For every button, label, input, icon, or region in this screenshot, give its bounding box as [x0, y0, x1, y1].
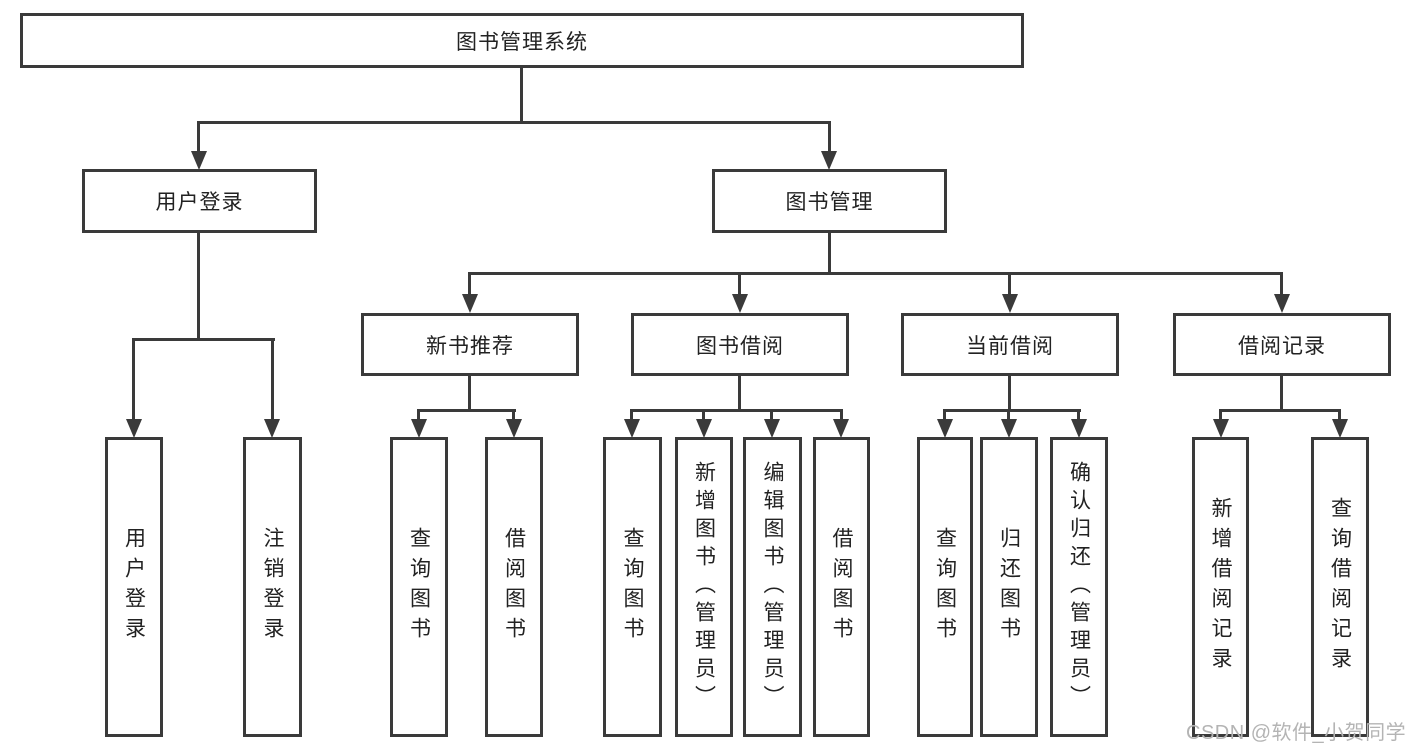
- arrowhead-down-icon: [1001, 419, 1017, 438]
- arrowhead-down-icon: [833, 419, 849, 438]
- leaf-logout: 注销登录: [243, 437, 302, 737]
- connector-stem: [943, 409, 946, 423]
- connector-stem: [417, 409, 420, 423]
- arrowhead-down-icon: [732, 294, 748, 313]
- node-new-book-recommendation-label: 新书推荐: [426, 334, 514, 358]
- connector-stem: [1007, 409, 1010, 423]
- csdn-watermark: CSDN @软件_小贺同学: [1186, 722, 1405, 744]
- connector-to-user-login: [197, 121, 200, 154]
- arrowhead-down-icon: [1332, 419, 1348, 438]
- leaf-return-book-label: 归还图书: [997, 527, 1021, 647]
- arrowhead-down-icon: [126, 419, 142, 438]
- connector-split: [943, 409, 1081, 412]
- leaf-confirm-return-admin-label: 确认归还（管理员）: [1067, 461, 1091, 713]
- arrowhead-down-icon: [506, 419, 522, 438]
- leaf-logout-label: 注销登录: [261, 527, 284, 647]
- connector-stem: [1338, 409, 1341, 423]
- leaf-search-borrow-record-label: 查询借阅记录: [1328, 497, 1352, 677]
- leaf-search-book-borrowing-label: 查询图书: [621, 527, 644, 647]
- leaf-search-borrow-record: 查询借阅记录: [1311, 437, 1369, 737]
- leaf-borrow-book-recommend-label: 借阅图书: [502, 527, 526, 647]
- arrowhead-down-icon: [264, 419, 280, 438]
- connector-stem: [702, 409, 705, 423]
- leaf-search-book-borrowing: 查询图书: [603, 437, 662, 737]
- leaf-user-login: 用户登录: [105, 437, 163, 737]
- connector-stem: [770, 409, 773, 423]
- leaf-search-book-recommend-label: 查询图书: [407, 527, 431, 647]
- arrowhead-down-icon: [1002, 294, 1018, 313]
- connector-user-login-trunk: [197, 233, 200, 338]
- arrowhead-down-icon: [411, 419, 427, 438]
- connector-stem: [132, 338, 135, 421]
- leaf-user-login-label: 用户登录: [122, 527, 146, 647]
- leaf-edit-book-admin-label: 编辑图书（管理员）: [761, 461, 784, 713]
- arrowhead-down-icon: [937, 419, 953, 438]
- arrowhead-down-icon: [462, 294, 478, 313]
- leaf-add-book-admin: 新增图书（管理员）: [675, 437, 733, 737]
- connector-stem: [1077, 409, 1080, 423]
- connector-stem: [738, 272, 741, 297]
- connector-stem: [630, 409, 633, 423]
- leaf-search-book-current: 查询图书: [917, 437, 973, 737]
- connector-root-trunk: [520, 68, 523, 121]
- node-new-book-recommendation: 新书推荐: [361, 313, 579, 376]
- leaf-borrow-book: 借阅图书: [813, 437, 870, 737]
- leaf-edit-book-admin: 编辑图书（管理员）: [743, 437, 802, 737]
- connector-stem: [840, 409, 843, 423]
- leaf-confirm-return-admin: 确认归还（管理员）: [1050, 437, 1108, 737]
- arrowhead-down-icon: [696, 419, 712, 438]
- node-current-borrowing-label: 当前借阅: [966, 334, 1054, 358]
- arrowhead-down-icon: [624, 419, 640, 438]
- leaf-add-book-admin-label: 新增图书（管理员）: [692, 461, 716, 713]
- connector-split: [417, 409, 516, 412]
- leaf-search-book-current-label: 查询图书: [933, 527, 957, 647]
- connector-split: [630, 409, 843, 412]
- connector-trunk: [1008, 376, 1011, 409]
- arrowhead-down-icon: [1274, 294, 1290, 313]
- connector-trunk: [468, 376, 471, 409]
- arrowhead-down-icon: [821, 151, 837, 170]
- connector-book-mgmt-trunk: [828, 233, 831, 272]
- connector-stem: [1219, 409, 1222, 423]
- node-user-login: 用户登录: [82, 169, 317, 233]
- node-book-management-label: 图书管理: [785, 191, 874, 214]
- node-book-borrowing-label: 图书借阅: [696, 334, 784, 358]
- node-root: 图书管理系统: [20, 13, 1024, 68]
- connector-stem: [468, 272, 471, 297]
- connector-split: [1219, 409, 1341, 412]
- connector-stem: [1008, 272, 1011, 297]
- leaf-add-borrow-record: 新增借阅记录: [1192, 437, 1249, 737]
- node-book-borrowing: 图书借阅: [631, 313, 849, 376]
- arrowhead-down-icon: [191, 151, 207, 170]
- connector-stem: [512, 409, 515, 423]
- connector-trunk: [738, 376, 741, 409]
- node-current-borrowing: 当前借阅: [901, 313, 1119, 376]
- connector-stem: [271, 338, 274, 421]
- connector-stem: [1280, 272, 1283, 297]
- arrowhead-down-icon: [1213, 419, 1229, 438]
- leaf-borrow-book-recommend: 借阅图书: [485, 437, 543, 737]
- node-borrowing-records-label: 借阅记录: [1238, 334, 1326, 358]
- leaf-borrow-book-label: 借阅图书: [830, 527, 853, 647]
- connector-root-split: [198, 121, 831, 124]
- arrowhead-down-icon: [1071, 419, 1087, 438]
- node-book-management: 图书管理: [712, 169, 947, 233]
- connector-to-book-management: [828, 121, 831, 154]
- arrowhead-down-icon: [764, 419, 780, 438]
- node-user-login-label: 用户登录: [155, 191, 244, 214]
- connector-user-login-split: [132, 338, 275, 341]
- node-borrowing-records: 借阅记录: [1173, 313, 1391, 376]
- connector-book-mgmt-split: [468, 272, 1283, 275]
- leaf-add-borrow-record-label: 新增借阅记录: [1209, 497, 1232, 677]
- leaf-search-book-recommend: 查询图书: [390, 437, 448, 737]
- leaf-return-book: 归还图书: [980, 437, 1038, 737]
- node-root-label: 图书管理系统: [456, 30, 588, 54]
- connector-trunk: [1280, 376, 1283, 409]
